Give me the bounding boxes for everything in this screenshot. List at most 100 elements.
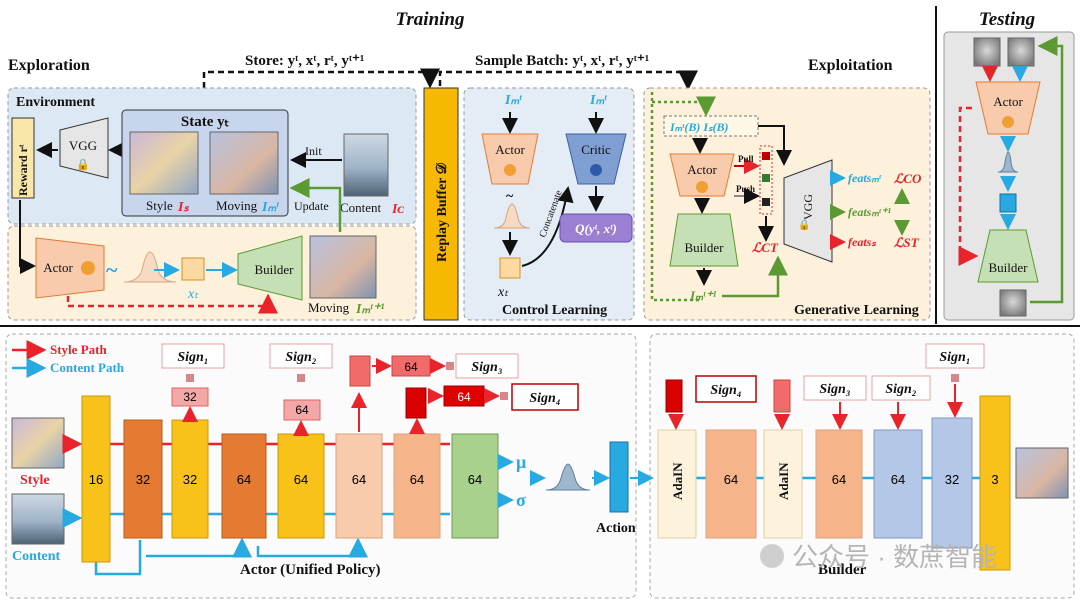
feature-square-3 xyxy=(762,198,770,206)
feats-s-label: featsₛ xyxy=(848,235,876,249)
control-actor-label: Actor xyxy=(495,142,525,157)
sample-label: Sample Batch: yᵗ, xᵗ, rᵗ, yᵗ⁺¹ xyxy=(475,53,649,69)
store-label: Store: yᵗ, xᵗ, rᵗ, yᵗ⁺¹ xyxy=(245,53,364,69)
explore-dashed-path xyxy=(66,293,278,314)
builder-sign3-cube xyxy=(773,379,791,413)
input-style-label: Style xyxy=(20,473,50,488)
critic xyxy=(565,133,627,185)
actor-block-2 xyxy=(123,419,163,539)
gen-output-label: Iₘᵗ⁺¹ xyxy=(689,288,716,303)
l-st-label: ℒST xyxy=(894,235,920,250)
content-image xyxy=(343,133,389,197)
q-value-label: Q(yᵗ, xᵗ) xyxy=(575,221,617,236)
actor-block-2-label: 32 xyxy=(136,472,150,487)
batch-box xyxy=(663,115,759,137)
l-ct-label: ℒCT xyxy=(752,240,779,255)
control-tilde: ~ xyxy=(506,189,514,204)
environment-label: Environment xyxy=(16,95,95,110)
exploitation-label: Exploitation xyxy=(808,57,893,74)
actor-block-3 xyxy=(171,419,209,539)
actor-block-4 xyxy=(221,433,267,539)
builder-block-5 xyxy=(979,395,1011,571)
moving-next-image xyxy=(309,235,377,299)
style-image xyxy=(129,131,199,195)
exploration-label: Exploration xyxy=(8,57,90,74)
training-title: Training xyxy=(396,9,465,30)
sign2-dot xyxy=(297,374,305,382)
test-feedback-arrow xyxy=(1030,36,1064,304)
builder-sign1-box xyxy=(925,343,985,369)
update-arrow xyxy=(289,178,342,232)
testing-title: Testing xyxy=(979,9,1035,30)
test-actor xyxy=(975,81,1041,135)
replay-buffer-label: Replay Buffer 𝒟 xyxy=(434,162,450,262)
builder-sign4-box xyxy=(695,375,757,403)
builder-sign2-label: Sign₂ xyxy=(885,382,916,397)
skip-path-1 xyxy=(94,540,142,576)
actor-block-6 xyxy=(335,433,383,539)
actor-block-6-label: 64 xyxy=(352,472,366,487)
builder-title: Builder xyxy=(818,562,867,578)
actor-block-1-label: 16 xyxy=(89,472,103,487)
builder-block-1-label: 64 xyxy=(724,472,738,487)
replay-buffer xyxy=(423,87,459,321)
builder-block-1 xyxy=(705,429,757,539)
feature-square-2 xyxy=(762,174,770,182)
test-actor-label: Actor xyxy=(993,94,1023,109)
legend-style-label: Style Path xyxy=(50,342,107,357)
builder-block-3-label: 64 xyxy=(891,472,905,487)
sign4-dot xyxy=(500,392,508,400)
builder-block-3 xyxy=(873,429,923,539)
explore-builder xyxy=(237,235,303,301)
builder-sign1-dot xyxy=(951,374,959,382)
sign3-feature-cube xyxy=(349,355,371,387)
init-label: Init xyxy=(305,144,322,158)
action-block xyxy=(609,441,629,513)
sign1-small-box xyxy=(171,387,209,407)
tilde-icon: ~ xyxy=(106,257,118,282)
builder-adain-1-label: AdaIN xyxy=(670,462,685,500)
style-symbol: Iₛ xyxy=(177,200,189,215)
actor-block-8-label: 64 xyxy=(468,472,482,487)
push-label: Push xyxy=(736,184,755,194)
sign3-label: Sign₃ xyxy=(471,360,502,375)
l-co-label: ℒCO xyxy=(894,171,922,186)
q-value-box xyxy=(559,213,633,243)
wechat-icon xyxy=(760,544,784,568)
builder-adain-2-label: AdaIN xyxy=(776,462,791,500)
watermark: 公众号 · 数蔗智能 xyxy=(792,542,997,572)
testing-output-face xyxy=(999,289,1027,317)
content-caption: Content xyxy=(340,200,382,215)
moving-caption: Moving xyxy=(216,198,258,213)
test-distribution-icon xyxy=(997,151,1019,173)
pull-label: Pull xyxy=(738,154,754,164)
distribution-icon xyxy=(123,251,177,283)
explore-action-cube xyxy=(181,257,205,281)
control-actor xyxy=(481,133,539,185)
state-to-actor-arrow xyxy=(19,200,36,274)
builder-output-image xyxy=(1015,447,1069,499)
batch-label: Iₘᵗ(B) Iₛ(B) xyxy=(669,120,729,134)
generative-feedback-entry xyxy=(652,96,716,117)
feats-m1-label: featsₘᵗ⁺¹ xyxy=(848,205,891,219)
critic-label: Critic xyxy=(581,142,611,157)
reward-box xyxy=(11,117,35,199)
test-action-cube xyxy=(999,193,1017,213)
explore-builder-label: Builder xyxy=(255,262,295,277)
sigma-label: σ xyxy=(516,490,526,510)
vgg-trapezoid xyxy=(59,117,109,179)
input-content-label: Content xyxy=(12,549,61,564)
builder-sign3-label: Sign₃ xyxy=(819,382,850,397)
gen-actor-label: Actor xyxy=(687,162,717,177)
actor-block-5-label: 64 xyxy=(294,472,308,487)
content-symbol: Iᴄ xyxy=(391,202,404,217)
head-icon xyxy=(81,261,95,275)
store-arrow xyxy=(202,68,440,89)
concatenate-arrow xyxy=(521,186,574,267)
explore-actor xyxy=(35,237,105,299)
sign1-label: Sign₁ xyxy=(177,350,208,365)
control-head-icon xyxy=(504,164,516,176)
builder-adain-1 xyxy=(657,429,697,539)
